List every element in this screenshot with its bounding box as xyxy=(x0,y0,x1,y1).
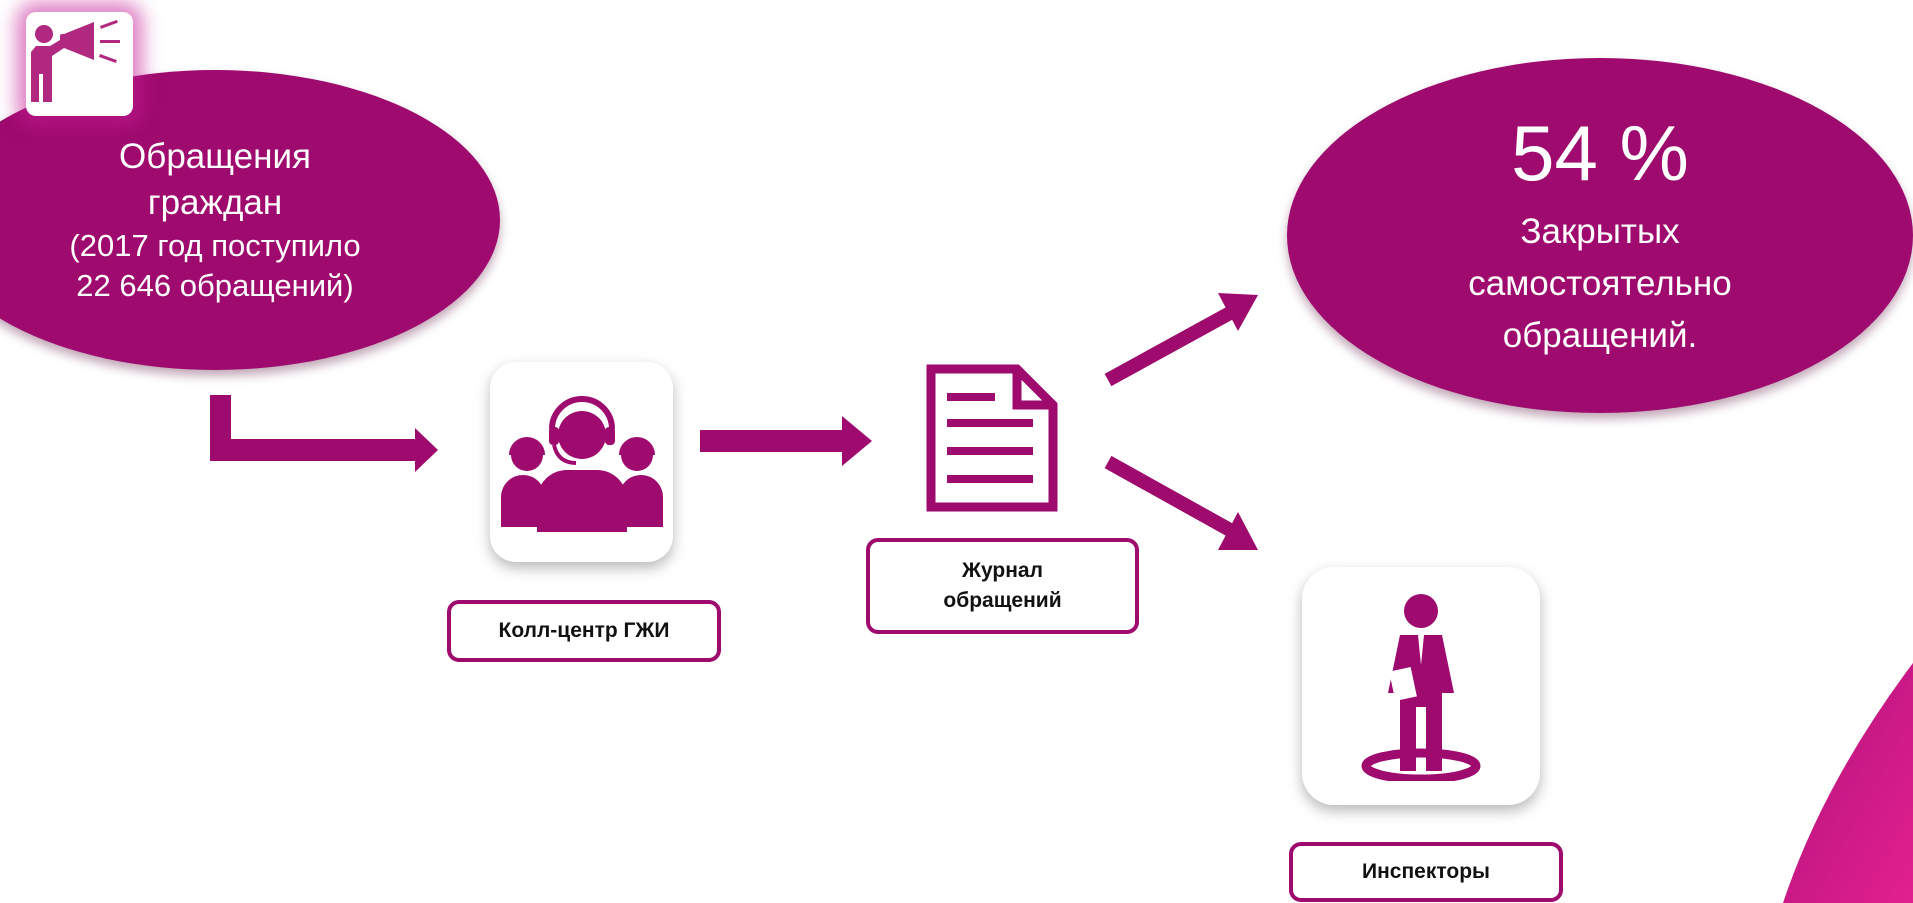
source-detail-line1: (2017 год поступило xyxy=(69,228,361,263)
inspector-icon xyxy=(1361,594,1481,781)
inspectors-label: Инспекторы xyxy=(1362,860,1490,883)
megaphone-icon xyxy=(31,19,120,102)
arrow-to-journal xyxy=(700,416,872,466)
inspectors-label-box: Инспекторы xyxy=(1289,842,1563,902)
result-ellipse: 54 % Закрытых самостоятельно обращений. xyxy=(1287,58,1913,413)
result-line3: обращений. xyxy=(1502,315,1698,355)
source-title-line2: граждан xyxy=(147,183,283,222)
journal-label-box: Журнал обращений xyxy=(866,538,1139,634)
result-line2: самостоятельно xyxy=(1468,263,1732,303)
call-center-label-box: Колл-центр ГЖИ xyxy=(447,600,721,662)
journal-label-line2: обращений xyxy=(943,589,1062,612)
megaphone-card xyxy=(26,12,133,116)
elbow-arrow xyxy=(210,395,438,472)
call-center-label: Колл-центр ГЖИ xyxy=(498,619,670,642)
source-detail-line2: 22 646 обращений) xyxy=(76,268,354,303)
arrow-to-result xyxy=(1104,293,1258,387)
document-icon xyxy=(926,364,1058,512)
corner-accent xyxy=(1783,663,1913,903)
source-title-line1: Обращения xyxy=(119,137,311,176)
inspector-card xyxy=(1302,567,1540,805)
result-line1: Закрытых xyxy=(1520,211,1680,251)
arrow-to-inspectors xyxy=(1104,455,1258,550)
call-center-card xyxy=(490,362,673,562)
call-center-operators-icon xyxy=(500,396,663,532)
result-percent: 54 % xyxy=(1511,108,1689,197)
journal-label-line1: Журнал xyxy=(962,559,1043,582)
citizen-requests-ellipse: Обращения граждан (2017 год поступило 22… xyxy=(0,70,500,370)
